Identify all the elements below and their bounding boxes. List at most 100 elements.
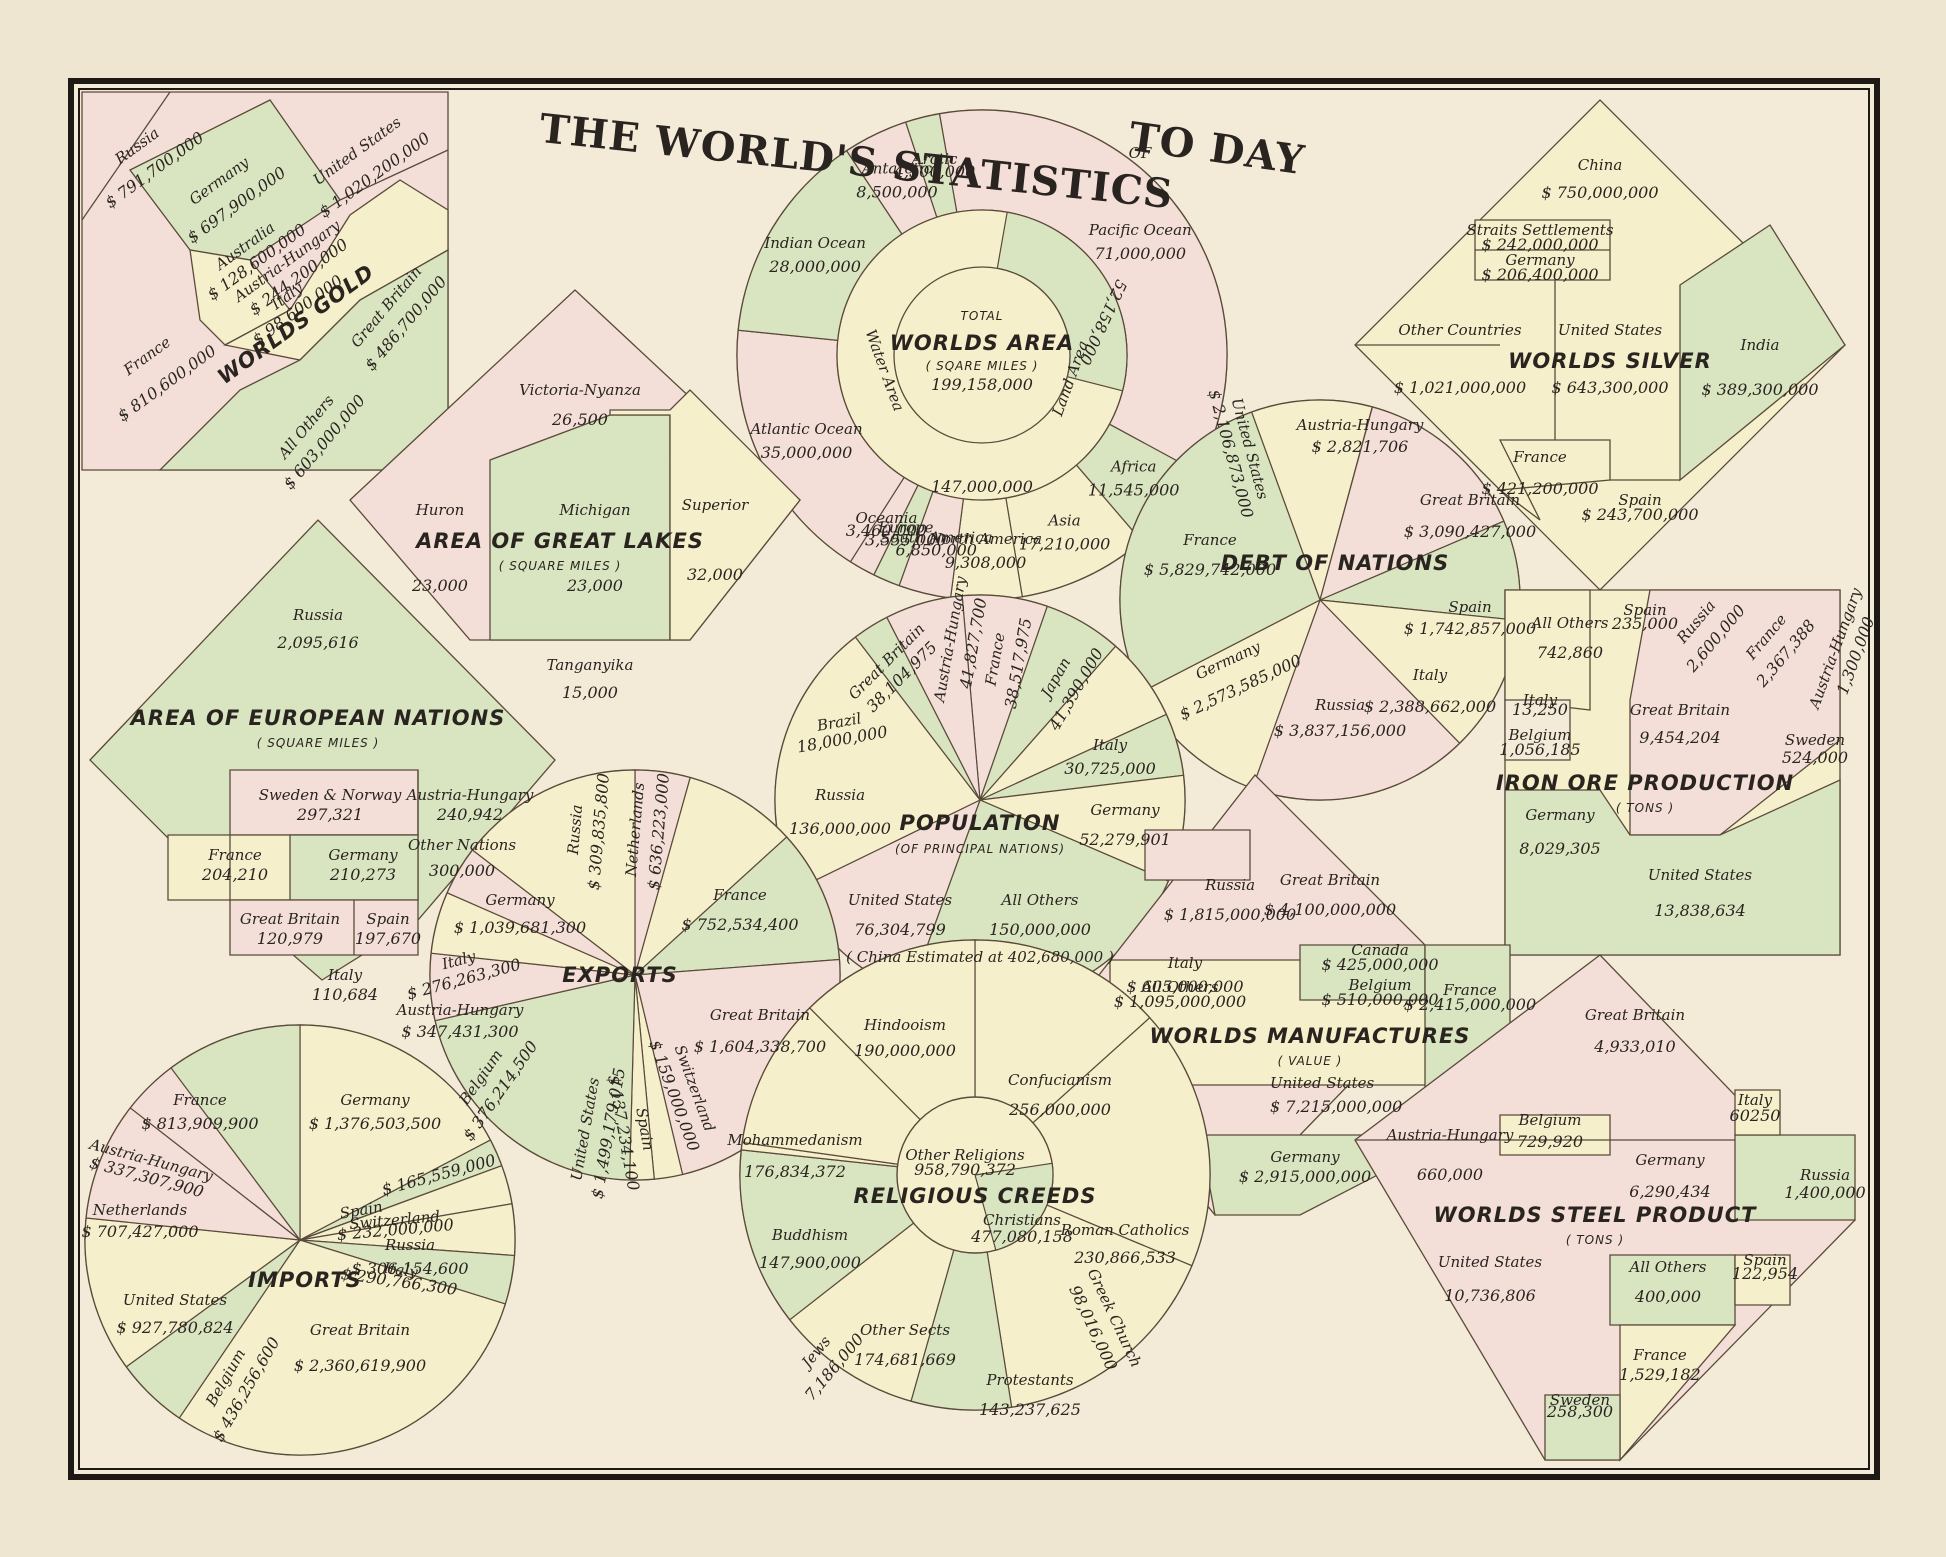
area-label-north-america: North America (928, 530, 1042, 548)
steel-diamond (1354, 954, 1856, 1461)
iron-subtitle: ( TONS ) (1616, 801, 1674, 815)
exports-label-russia: Russia (564, 804, 586, 856)
steel-value-united-states: 10,736,806 (1444, 1286, 1536, 1305)
iron-value-united-states: 13,838,634 (1654, 901, 1746, 920)
steel-label-italy: Italy (1737, 1091, 1773, 1109)
exports-slice-netherlands (633, 776, 788, 977)
european-value-russia: 2,095,616 (276, 633, 358, 652)
european-value-great-britain: 120,979 (257, 929, 323, 948)
iron-value-great-britain: 9,454,204 (1639, 728, 1720, 747)
silver-france-cell (1498, 439, 1611, 521)
debt-slice-france (1119, 411, 1321, 693)
steel-label-austria-hungary: Austria-Hungary (1385, 1126, 1514, 1144)
population-title: POPULATION (900, 811, 1061, 835)
gold-germany-cell (129, 99, 341, 261)
imports-label-france: France (172, 1091, 227, 1109)
religions-value-confucianism: 256,000,000 (1008, 1100, 1111, 1119)
shapes-layer (81, 91, 1856, 1462)
steel-value-spain: 122,954 (1732, 1264, 1798, 1283)
steel-value-austria-hungary: 660,000 (1417, 1165, 1483, 1184)
population-value-all-others: 150,000,000 (989, 920, 1091, 939)
manufactures-label-great-britain: Great Britain (1280, 871, 1380, 889)
manufactures-value-russia: $ 1,815,000,000 (1164, 905, 1296, 924)
european-label-other-nations: Other Nations (408, 836, 516, 854)
area-label-oceania: Oceania (856, 509, 918, 527)
religions-center-label: Other Religions (905, 1146, 1025, 1164)
european-label-france: France (207, 846, 262, 864)
european-title: AREA OF EUROPEAN NATIONS (129, 706, 506, 730)
imports-label-italy: Italy (382, 1259, 420, 1282)
silver-label-france: France (1512, 448, 1567, 466)
imports-label-united-states: United States (123, 1291, 228, 1309)
steel-france-cell (1619, 1324, 1737, 1462)
european-label-russia: Russia (292, 606, 343, 624)
imports-value-germany: $ 1,376,503,500 (309, 1114, 441, 1133)
debt-label-great-britain: Great Britain (1420, 491, 1520, 509)
european-value-france: 204,210 (201, 865, 268, 884)
area-value-south-america: 6,850,000 (896, 541, 977, 560)
population-label-germany: Germany (1090, 801, 1160, 819)
steel-value-italy: 60250 (1730, 1106, 1781, 1125)
religions-label-mohammedanism: Mohammedanism (726, 1131, 862, 1149)
area-label-atlantic-ocean: Atlantic Ocean (748, 420, 862, 438)
religions-center-value: 958,790,372 (914, 1160, 1016, 1179)
manufactures-label-united-states: United States (1270, 1074, 1375, 1092)
steel-label-great-britain: Great Britain (1585, 1006, 1685, 1024)
area-label-south-america: South America (880, 529, 993, 547)
manufactures-value-all-others: $ 1,095,000,000 (1114, 992, 1246, 1011)
silver-label-united-states: United States (1558, 321, 1663, 339)
silver-label-other-countries: Other Countries (1398, 321, 1522, 339)
european-value-germany: 210,273 (329, 865, 396, 884)
steel-spain-cell (1734, 1254, 1791, 1306)
steel-belgium-cell (1499, 1114, 1611, 1156)
debt-value-italy: $ 2,388,662,000 (1364, 697, 1496, 716)
debt-label-russia: Russia (1314, 696, 1365, 714)
iron-label-sweden: Sweden (1785, 731, 1845, 749)
area-label-indian-ocean: Indian Ocean (763, 234, 866, 252)
exports-label-france: France (712, 886, 767, 904)
manufactures-label-russia: Russia (1204, 876, 1255, 894)
manuf-russia-cell (1144, 829, 1251, 881)
religions-title: RELIGIOUS CREEDS (854, 1184, 1097, 1208)
religions-label-other-sects: Other Sects (860, 1321, 950, 1339)
steel-value-germany: 6,290,434 (1629, 1182, 1710, 1201)
iron-value-italy: 13,250 (1512, 700, 1568, 719)
lakes-label-huron: Huron (415, 501, 465, 519)
steel-value-all-others: 400,000 (1634, 1287, 1701, 1306)
imports-label-great-britain: Great Britain (310, 1321, 410, 1339)
religions-value-mohammedanism: 176,834,372 (744, 1162, 846, 1181)
iron-value-spain: 235,000 (1611, 614, 1678, 633)
european-value-austria-hungary: 240,942 (436, 805, 503, 824)
steel-label-spain: Spain (1743, 1251, 1786, 1269)
manufactures-label-germany: Germany (1270, 1148, 1340, 1166)
area-value-pacific-ocean: 71,000,000 (1094, 244, 1186, 263)
steel-value-sweden: 258,300 (1546, 1402, 1613, 1421)
imports-slice-germany (299, 1024, 492, 1241)
area-value-oceania: 3,460,000 (846, 521, 927, 540)
iron-value-all-others: 742,860 (1537, 643, 1603, 662)
exports-label-germany: Germany (485, 891, 555, 909)
population-value-italy: 30,725,000 (1064, 759, 1156, 778)
population-label-italy: Italy (1092, 736, 1128, 754)
silver-india-cell (1679, 224, 1846, 482)
imports-label-netherlands: Netherlands (92, 1201, 188, 1219)
steel-label-sweden: Sweden (1550, 1391, 1610, 1409)
iron-title: IRON ORE PRODUCTION (1496, 771, 1794, 795)
steel-label-belgium: Belgium (1518, 1111, 1582, 1129)
lakes-label-victoria-nyanza: Victoria-Nyanza (519, 381, 641, 399)
iron-label-united-states: United States (1648, 866, 1753, 884)
imports-value-russia: $ 306,154,600 (351, 1259, 468, 1278)
silver-label-straits-settlements: Straits Settlements (1466, 221, 1613, 239)
area-label-arctic: Arctic (910, 150, 958, 168)
religions-value-christians: 477,080,158 (970, 1227, 1073, 1246)
steel-value-belgium: 729,920 (1517, 1132, 1583, 1151)
imports-label-germany: Germany (340, 1091, 410, 1109)
exports-value-great-britain: $ 1,604,338,700 (694, 1037, 826, 1056)
population-subtitle: (OF PRINCIPAL NATIONS) (895, 842, 1065, 856)
exports-slice-germany (471, 769, 636, 977)
european-label-sweden-norway: Sweden & Norway (259, 786, 402, 804)
iron-all-others-cell (1504, 589, 1591, 711)
manufactures-label-all-others: All Others (1140, 978, 1219, 996)
iron-label-spain: Spain (1623, 601, 1666, 619)
iron-germany-us-cell (1504, 778, 1841, 956)
